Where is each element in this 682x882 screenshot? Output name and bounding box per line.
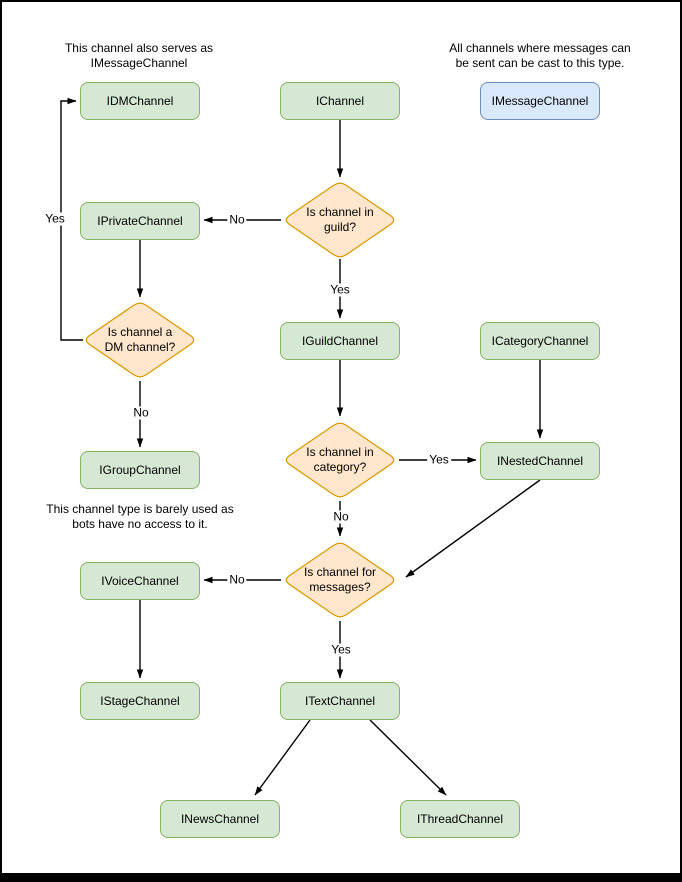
edge-label-category-yes: Yes xyxy=(427,452,451,467)
edge-inestedchannel-to-messages-decision xyxy=(405,479,541,578)
edge-label-guild-no: No xyxy=(227,212,247,227)
node-iguildchannel: IGuildChannel xyxy=(280,322,400,360)
node-igroupchannel: IGroupChannel xyxy=(80,451,200,489)
node-inewschannel: INewsChannel xyxy=(160,800,280,838)
edge-label-guild-yes: Yes xyxy=(328,282,352,297)
edge-label-messages-no: No xyxy=(227,572,247,587)
edge-itextchannel-to-inewschannel xyxy=(254,719,311,796)
node-itextchannel: ITextChannel xyxy=(280,682,400,720)
node-icategorychannel: ICategoryChannel xyxy=(480,322,600,360)
edge-label-dm-yes: Yes xyxy=(43,211,67,226)
node-iprivatechannel: IPrivateChannel xyxy=(80,202,200,240)
node-istagechannel: IStageChannel xyxy=(80,682,200,720)
node-imessagechannel: IMessageChannel xyxy=(480,82,600,120)
edge-itextchannel-to-ithreadchannel xyxy=(369,719,447,796)
note-dm-channel: This channel also serves as IMessageChan… xyxy=(64,41,214,70)
node-inestedchannel: INestedChannel xyxy=(480,442,600,480)
node-ivoicechannel: IVoiceChannel xyxy=(80,562,200,600)
category-decision-label: Is channel in category? xyxy=(306,445,374,474)
edge-label-category-no: No xyxy=(331,509,351,524)
edge-label-dm-no: No xyxy=(131,405,151,420)
node-idmchannel: IDMChannel xyxy=(80,82,200,120)
edge-label-messages-yes: Yes xyxy=(329,642,353,657)
messages-decision-label: Is channel for messages? xyxy=(303,565,377,594)
dm-decision-label: Is channel a DM channel? xyxy=(104,325,176,354)
note-group-channel: This channel type is barely used as bots… xyxy=(46,502,234,531)
node-ithreadchannel: IThreadChannel xyxy=(400,800,520,838)
note-message-channel: All channels where messages can be sent … xyxy=(449,41,631,70)
guild-decision-label: Is channel in guild? xyxy=(306,205,374,234)
node-ichannel: IChannel xyxy=(280,82,400,120)
